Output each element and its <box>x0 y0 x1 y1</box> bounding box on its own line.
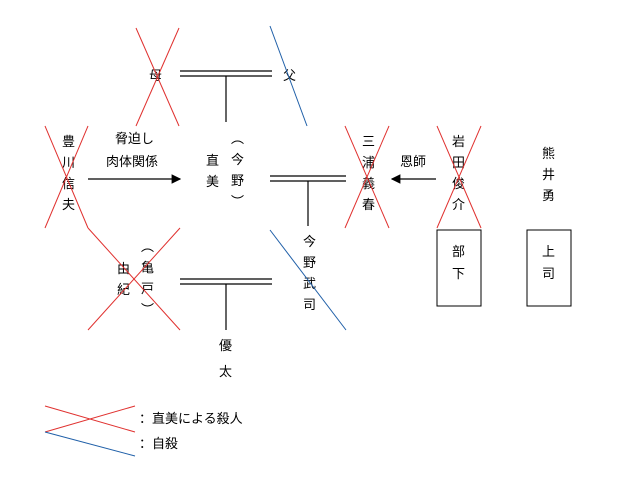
legend-killed-symbol <box>44 405 136 433</box>
miura-killed-mark <box>344 125 390 229</box>
subordinate-label: 部下 <box>452 245 465 282</box>
toyokawa-name: 豊川信夫 <box>62 135 75 213</box>
father-suicide-mark <box>269 25 308 127</box>
legend-suicide-label: ：自殺 <box>139 437 178 452</box>
parents-marriage-line <box>180 70 272 122</box>
naomi-marriage-line <box>270 175 346 226</box>
mother-killed-mark <box>135 27 180 127</box>
boss-label: 上司 <box>542 245 555 282</box>
naomi-maiden-name: ︵今野︶ <box>231 132 244 210</box>
yuki-killed-mark <box>87 227 181 331</box>
yuki-maiden-name: ︵亀戸︶ <box>141 240 154 318</box>
konno-takeshi-name: 今野武司 <box>303 234 316 313</box>
naomi-name: 直美 <box>206 154 219 190</box>
legend-suicide-symbol <box>44 431 136 457</box>
konno-takeshi-suicide-mark <box>269 229 347 331</box>
threat-label-line1: 脅迫し <box>115 132 154 147</box>
iwata-killed-mark <box>436 125 482 229</box>
legend-killed-label: ：直美による殺人 <box>139 412 243 427</box>
mentor-label: 恩師 <box>400 155 426 170</box>
yuta-name: 優太 <box>219 339 232 380</box>
toyokawa-killed-mark <box>44 125 89 229</box>
father-name: 父 <box>283 69 296 84</box>
kumai-name: 熊井勇 <box>542 146 555 204</box>
threat-label-line2: 肉体関係 <box>106 155 158 170</box>
yuki-marriage-line <box>180 278 272 330</box>
subordinate-box <box>436 229 482 307</box>
iwata-name: 岩田俊介 <box>452 135 465 213</box>
boss-box <box>526 229 572 307</box>
